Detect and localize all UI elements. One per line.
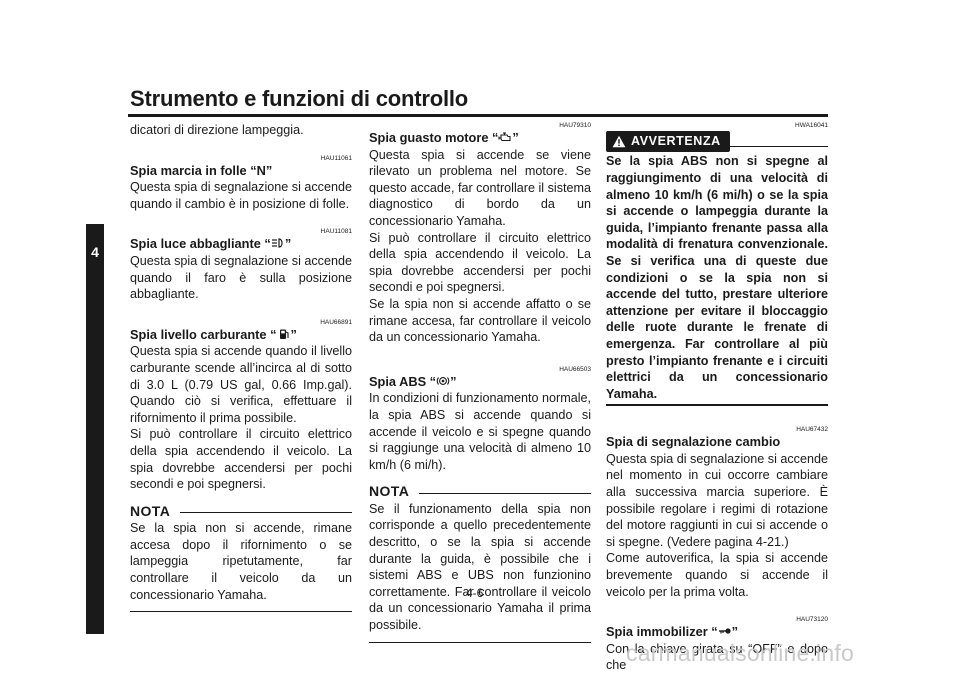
immobilizer-body: Con la chiave girata su “OFF” e dopo che (606, 641, 828, 673)
fuel-heading: Spia livello carburante “” (130, 326, 297, 342)
column-3: HWA16041 AVVERTENZA Se la spia ABS non s… (606, 122, 828, 674)
note-header: NOTA (130, 503, 352, 520)
note-end-rule (369, 641, 591, 643)
warning-end-rule (606, 404, 828, 407)
high-beam-icon (271, 238, 283, 248)
fuel-body-2: Si può controllare il circuito elettrico… (130, 427, 352, 492)
note-rule (180, 512, 352, 514)
section-code: HAU11061 (320, 154, 352, 162)
engine-body-3: Se la spia non si accende affatto o se r… (369, 296, 591, 345)
section-code: HAU79310 (559, 122, 591, 129)
fuel-body-1: Questa spia si accende quando il livello… (130, 344, 352, 425)
neutral-heading: Spia marcia in folle “N” (130, 162, 273, 178)
title-rule (128, 114, 828, 117)
neutral-body: Questa spia di segnalazione si accende q… (130, 180, 352, 211)
shift-heading: Spia di segnalazione cambio (606, 434, 781, 450)
note-rule (419, 493, 591, 495)
section-code: HAU66891 (320, 318, 352, 326)
highbeam-body: Questa spia di segnalazione si accende q… (130, 253, 352, 302)
immobilizer-heading: Spia immobilizer “” (606, 624, 739, 640)
neutral-glyph: N (256, 162, 266, 178)
note-label: NOTA (369, 483, 410, 500)
note-label: NOTA (130, 502, 171, 519)
highbeam-heading: Spia luce abbagliante “” (130, 236, 292, 252)
continued-text: dicatori di direzione lampeggia. (130, 123, 304, 137)
note-body: Se il funzionamento della spia non corri… (369, 501, 591, 633)
shift-body-1: Questa spia di segnalazione si accende n… (606, 451, 828, 549)
section-code: HAU11081 (320, 228, 352, 236)
section-code: HAU66503 (559, 365, 591, 373)
note-end-rule (130, 611, 352, 613)
fuel-pump-icon (279, 329, 289, 339)
section-code: HAU73120 (796, 616, 828, 624)
chapter-tab (86, 224, 104, 634)
page-number: 4-6 (466, 586, 484, 600)
abs-icon (436, 376, 450, 385)
abs-body: In condizioni di funzionamento normale, … (369, 391, 591, 472)
watermark: carmanualsonline.info (626, 640, 854, 666)
page-title: Strumento e funzioni di controllo (130, 86, 469, 111)
column-1: dicatori di direzione lampeggia. HAU1106… (130, 122, 352, 613)
section-code: HWA16041 (795, 122, 828, 129)
engine-body-2: Si può controllare il circuito elettrico… (369, 230, 591, 295)
note-header: NOTA (369, 483, 591, 500)
key-icon (718, 628, 731, 634)
abs-heading: Spia ABS “” (369, 373, 457, 389)
engine-body-1: Questa spia si accende se viene rilevato… (369, 147, 591, 228)
engine-heading: Spia guasto motore “” (369, 130, 519, 145)
engine-icon (498, 132, 511, 142)
note-body: Se la spia non si accende, rimane accesa… (130, 521, 352, 602)
section-code: HAU67432 (796, 426, 828, 434)
chapter-number: 4 (91, 244, 99, 260)
column-2: HAU79310 Spia guasto motore “” Questa sp… (369, 122, 591, 643)
warning-badge: AVVERTENZA (606, 131, 730, 152)
shift-body-2: Come autoverifica, la spia si accende br… (606, 551, 828, 599)
warning-triangle-icon (612, 135, 626, 147)
warning-label: AVVERTENZA (631, 134, 721, 148)
warning-rule (730, 146, 828, 148)
warning-body: Se la spia ABS non si spegne al raggiung… (606, 154, 828, 401)
